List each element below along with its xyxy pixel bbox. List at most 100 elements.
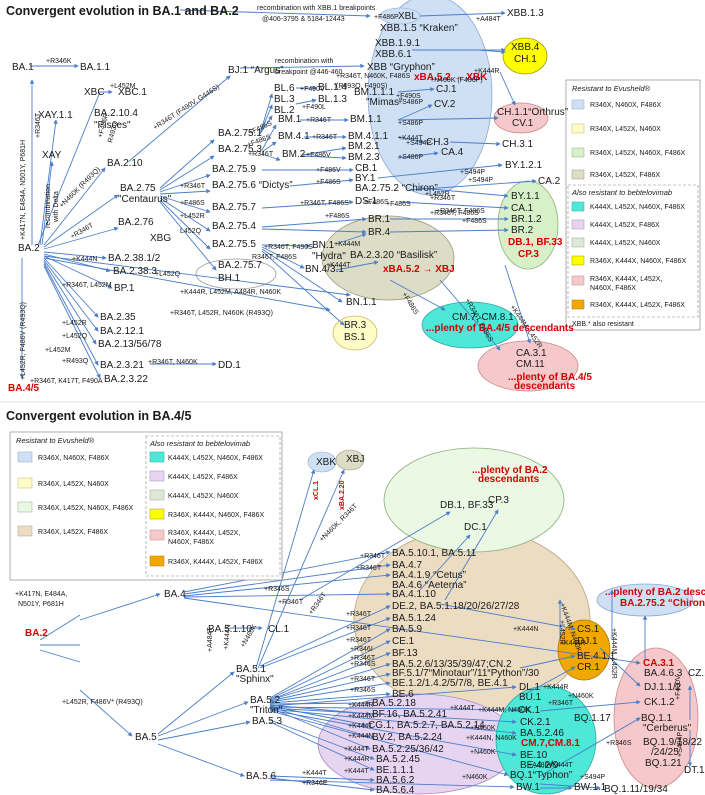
lineage-node: XAY: [42, 150, 62, 161]
mutation-label: R346T, F486S: [252, 254, 297, 261]
lineage-node: BQ.1.11/19/34: [604, 784, 668, 795]
legend-item: R346X, K444X, L452X,: [590, 276, 662, 283]
lineage-node: CB.1: [355, 163, 378, 174]
lineage-node: CE.1: [392, 636, 415, 647]
mutation-label: breakpoint @446-460: [275, 69, 343, 76]
lineage-node: CZ.1: [688, 668, 705, 679]
highlight-node: BA.4/5: [8, 383, 40, 394]
lineage-node: XBB.6.1: [375, 49, 412, 60]
mutation-label: +R346T: [346, 637, 372, 644]
mutation-label: +K444N, N460K: [466, 735, 517, 742]
mutation-label: recombination with: [275, 58, 333, 65]
lineage-node: CH.3: [426, 137, 449, 148]
mutation-label: (R493Q, F490S): [336, 83, 387, 90]
top-edges: [19, 9, 537, 379]
mutation-label: +R346S: [350, 661, 376, 668]
mutation-label: +A484T: [207, 627, 214, 652]
mutation-label: +R346T: [350, 676, 376, 683]
mutation-label: +L452M: [45, 347, 71, 354]
lineage-node: DD.1: [218, 360, 241, 371]
mutation-label: +R346T, F490S: [264, 244, 313, 251]
mutation-label: +L452R: [62, 320, 87, 327]
lineage-node: CL.1: [268, 624, 290, 635]
lineage-node: BA.1: [12, 62, 34, 73]
mutation-label: +R346S: [606, 740, 632, 747]
lineage-node: XBB.1.3: [507, 8, 544, 19]
legend-item: K444X, L452X, N460X, F486X: [590, 204, 685, 211]
mutation-label: +L452M: [110, 83, 136, 90]
mutation-label: +S486P: [398, 99, 423, 106]
lineage-node: XBB.1.5 “Kraken”: [380, 23, 458, 34]
mutation-label: +R346T: [346, 625, 372, 632]
lineage-node: "Sphinx": [236, 674, 274, 685]
lineage-node: BA.5.2.6/13/35/39/47;CN.2: [392, 659, 512, 670]
bottom-edges: [39, 469, 693, 792]
lineage-node: BY.1.1: [511, 191, 540, 202]
lineage-node: BA.2.13/56/78: [98, 339, 162, 350]
mutation-label: +R346T: [306, 117, 332, 124]
legend-item: R346X, L452X, N460X: [38, 481, 109, 488]
mutation-label: +R346T, N460K, F486S: [336, 73, 410, 80]
lineage-node: DE.2, BA.5.1.18/20/26/27/28: [392, 601, 520, 612]
lineage-node: BQ.1.1: [641, 713, 673, 724]
lineage-node: BE.4.2/9: [520, 760, 559, 771]
group-xbb4-yellow: [502, 37, 548, 75]
highlight-node: DB.1, BF.33: [508, 237, 563, 248]
legend-item: R346X, K444X, N460X, F486X: [590, 258, 686, 265]
legend-title-bebtelovimab: Also resistant to bebtelovimab: [149, 439, 250, 448]
mutation-label: with Delta: [53, 191, 60, 223]
mutation-label: +N460K: [568, 693, 594, 700]
lineage-node: CA.3.1: [516, 348, 547, 359]
lineage-node: DT.1: [684, 765, 705, 776]
mutation-label: +L452R, F486V* (R493Q): [62, 699, 143, 706]
legend-title-bebtelovimab: Also resistant to bebtelovimab: [571, 188, 672, 197]
legend-title-evusheld: Resistant to Evusheld®: [16, 436, 95, 445]
lineage-node: "Mimas": [366, 97, 403, 108]
mutation-label: +K444R, L452M, A484R, N460K: [180, 289, 281, 296]
lineage-node: BL.2: [274, 105, 295, 116]
lineage-node: BA.5.10.1, BA.5.11: [392, 548, 477, 559]
lineage-node: CV.2: [434, 99, 456, 110]
lineage-node: BA.2.75.3: [218, 144, 262, 155]
mutation-label: +R346T: [180, 183, 206, 190]
lineage-node: XBL: [398, 11, 417, 22]
lineage-node: BA.5.6: [246, 771, 276, 782]
mutation-label: +F486S: [316, 179, 341, 186]
mutation-label: +K444T: [450, 705, 475, 712]
node-xbj-bubble: [335, 449, 365, 471]
lineage-node: BA.5.1.10: [208, 624, 252, 635]
mutation-label: +F490L: [302, 104, 326, 111]
lineage-node: BQ.1.9/18/22: [643, 737, 702, 748]
lineage-node: CH.1.1“Orthrus”: [497, 107, 568, 118]
mutation-label: @406-3795 & 5184-12443: [262, 16, 345, 23]
lineage-node: BA.5.3: [252, 716, 282, 727]
lineage-node: "Centaurus": [118, 194, 172, 205]
lineage-node: BF.5.1/7“Minotaur”/11“Python”/30: [392, 668, 540, 679]
lineage-node: DB.1, BF.33: [440, 500, 494, 511]
mutation-label: +K444N: [348, 733, 374, 740]
lineage-node: BA.5.2.46: [520, 728, 564, 739]
lineage-node: BS.1: [344, 332, 366, 343]
lineage-node: BA.2.75.5: [212, 239, 256, 250]
mutation-label: +K444R: [474, 68, 500, 75]
lineage-node: BA.2.75: [120, 183, 156, 194]
lineage-node: BL.3: [274, 94, 295, 105]
highlight-node: ...plenty of BA.2: [472, 465, 548, 476]
lineage-node: BA.4.1.9 “Cetus”: [392, 570, 466, 581]
mutation-label: +R346T: [548, 700, 574, 707]
mutation-label: +R346T: [430, 195, 456, 202]
legend-item: K444X, L452X, N460X: [590, 240, 661, 247]
lineage-node: BF.13: [392, 648, 418, 659]
legend-item: R346X, L452X, N460X, F486X: [590, 150, 686, 157]
group-orange-cs1: [557, 619, 611, 681]
mutation-label: +K444M, N460K: [478, 707, 530, 714]
lineage-node: CR.1: [577, 662, 600, 673]
mutation-label: +L452R: [558, 620, 565, 645]
mutation-label: +F486S: [364, 199, 389, 206]
mutation-label: +R346T, F486S: [436, 208, 485, 215]
lineage-node: BL.1.3: [318, 94, 347, 105]
group-plenty-ba2-green: [383, 447, 565, 553]
lineage-node: XBB.1.9.1: [375, 38, 420, 49]
top-diagram-shapes: [195, 0, 579, 392]
lineage-node: BQ.1“Typhon”: [510, 770, 572, 781]
